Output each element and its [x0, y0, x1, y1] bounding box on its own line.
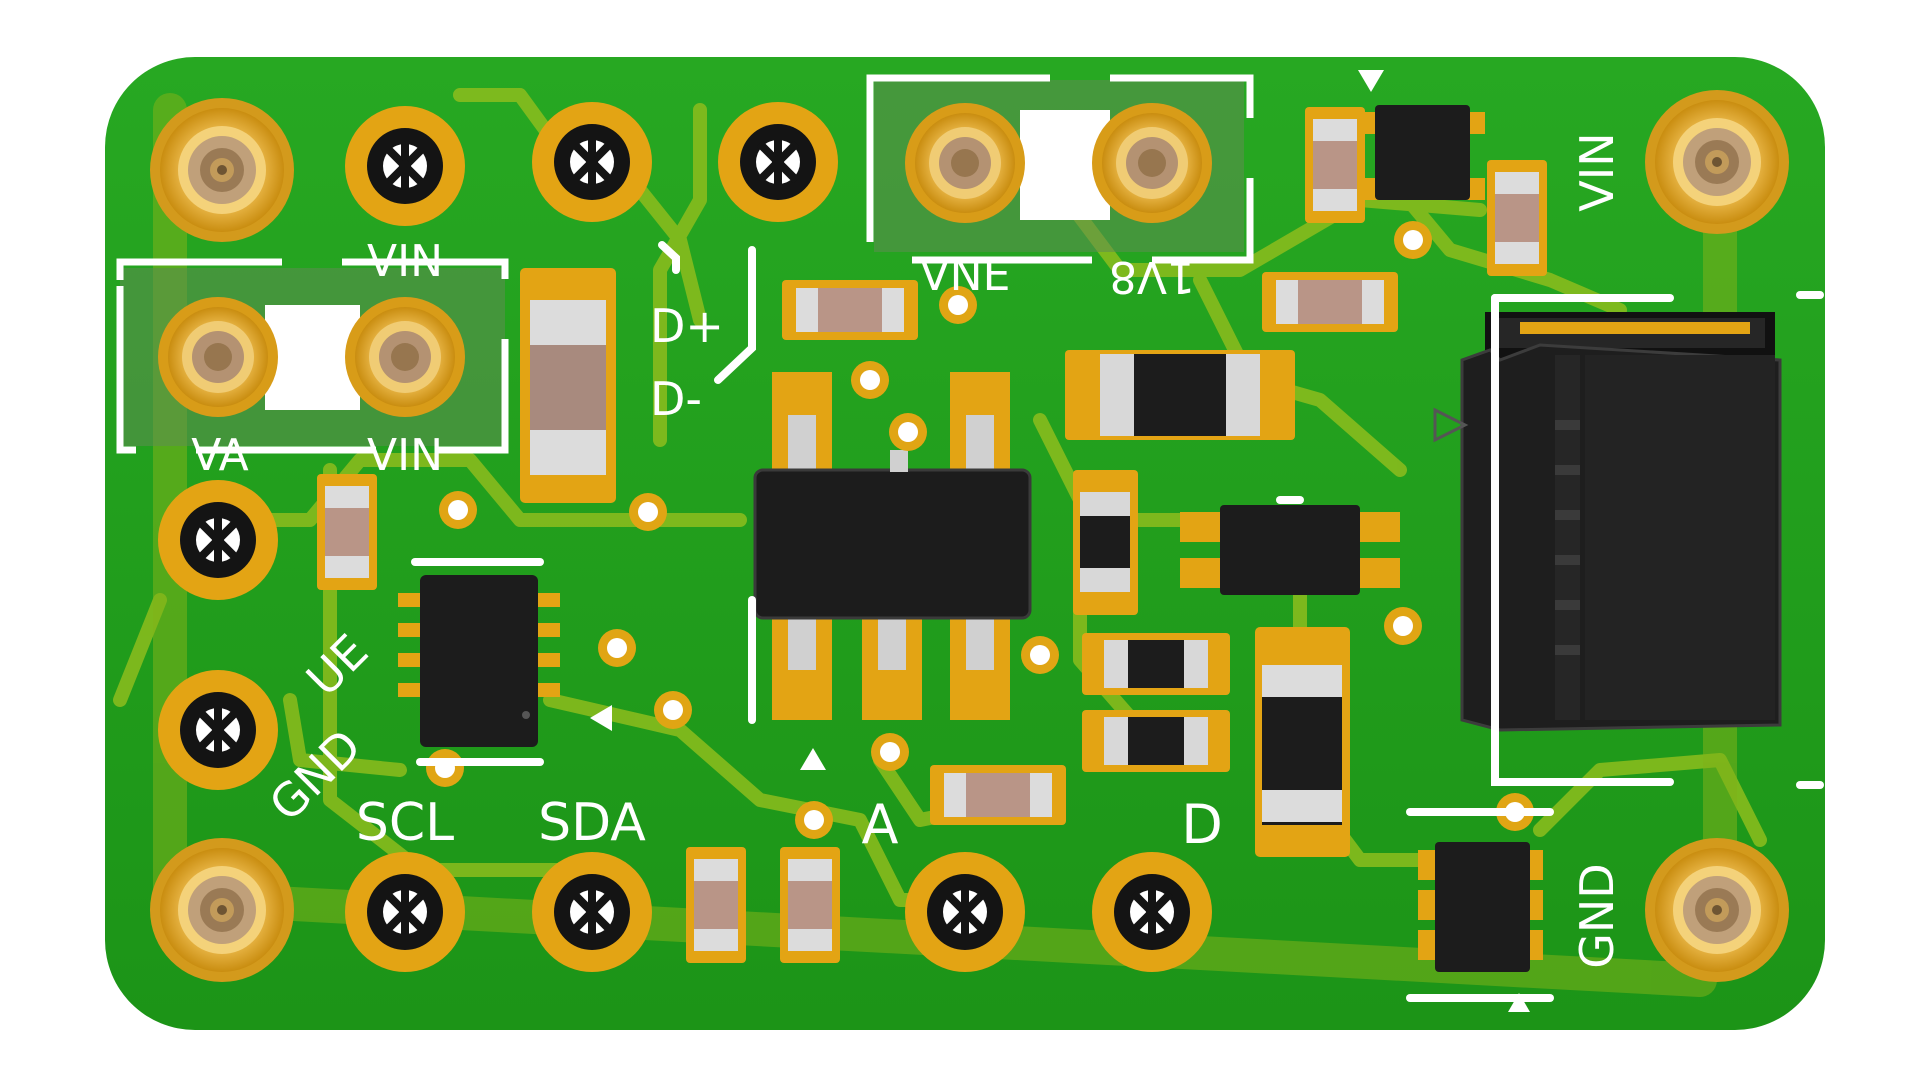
capacitor-c2	[1255, 627, 1350, 857]
soic8-ic	[398, 575, 560, 747]
diode-d3	[1082, 710, 1230, 772]
jst-connector	[1433, 312, 1782, 732]
label-sda: SDA	[538, 793, 646, 853]
mounting-hole-bottom-right	[1645, 838, 1789, 982]
pin-hole	[1092, 852, 1212, 972]
label-vin-top-left: VIN	[367, 236, 443, 287]
transistor-q1	[1360, 105, 1485, 200]
voltage-regulator	[753, 372, 1032, 720]
pin-hole	[158, 480, 278, 600]
label-d-minus: D-	[650, 372, 702, 426]
pin-hole	[158, 670, 278, 790]
label-1v8: 1V8	[1109, 251, 1195, 302]
label-vin-right: VIN	[1570, 132, 1624, 211]
resistor	[317, 474, 377, 590]
diode-d1	[1073, 470, 1138, 615]
label-gnd-right: GND	[1570, 863, 1624, 968]
mounting-hole-top-right	[1645, 90, 1789, 234]
silkscreen-marks	[411, 241, 1824, 1002]
label-va: VA	[191, 430, 248, 481]
resistor	[1305, 107, 1365, 223]
label-vne: VNE	[920, 250, 1011, 301]
label-scl: SCL	[356, 793, 454, 853]
transistor-q3	[1418, 842, 1543, 972]
pin-hole	[532, 102, 652, 222]
label-d: D	[1181, 793, 1223, 856]
pin-hole	[718, 102, 838, 222]
pin-hole	[905, 852, 1025, 972]
resistor	[1487, 160, 1547, 276]
resistor	[930, 765, 1066, 825]
pin-hole	[532, 852, 652, 972]
label-a: A	[862, 793, 899, 856]
resistor	[686, 847, 746, 963]
diode-d2	[1082, 633, 1230, 695]
pin1-markers	[590, 70, 1530, 1012]
transistor-q2	[1180, 505, 1400, 595]
mounting-hole-top-left	[150, 98, 294, 242]
pin-hole	[345, 852, 465, 972]
inductor-l1	[1065, 350, 1295, 440]
resistor	[1262, 272, 1398, 332]
solder-jumper-vne-1v8	[866, 74, 1254, 264]
capacitor-c1	[520, 268, 616, 503]
solder-jumper-va-vin	[116, 258, 509, 454]
resistor	[780, 847, 840, 963]
pin-hole	[345, 106, 465, 226]
label-vin-bridge: VIN	[367, 430, 443, 481]
mounting-hole-bottom-left	[150, 838, 294, 982]
label-d-plus: D+	[650, 299, 724, 353]
resistor	[782, 280, 918, 340]
